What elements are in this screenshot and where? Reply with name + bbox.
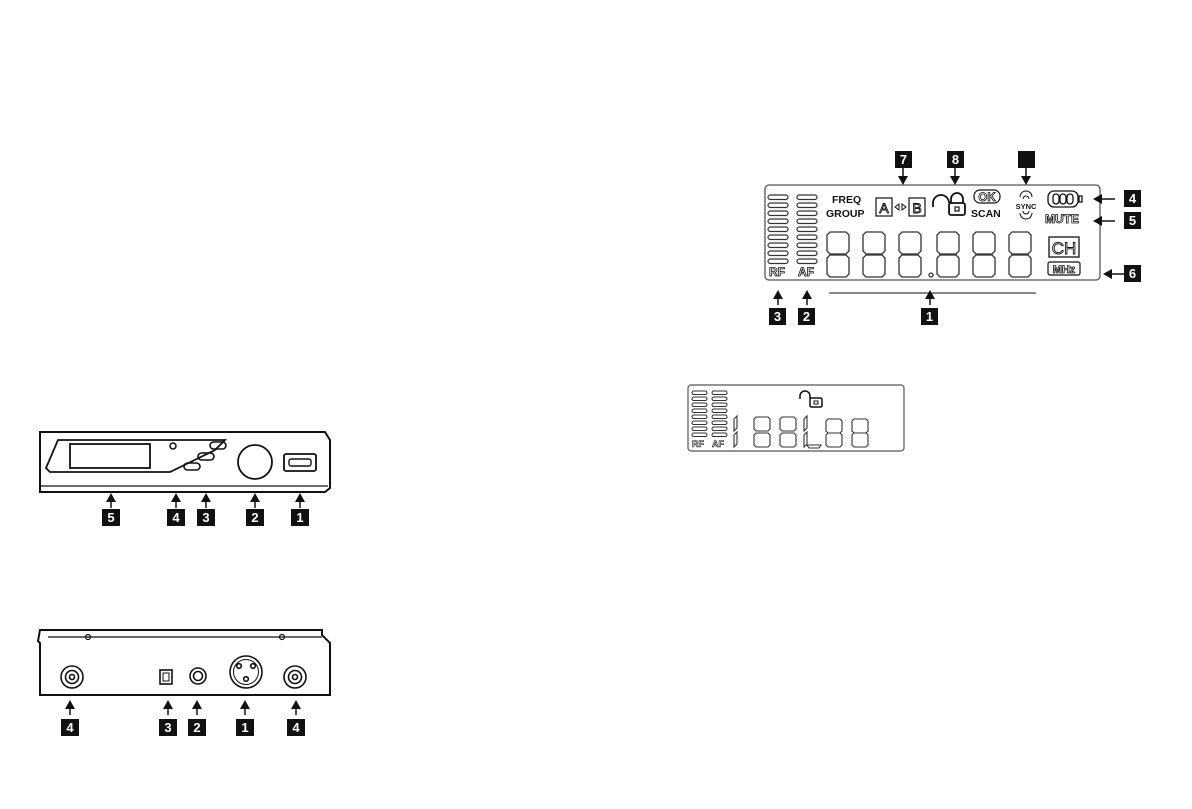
rf-meter-bars <box>768 195 788 264</box>
mute-label: MUTE <box>1045 212 1079 226</box>
svg-text:2: 2 <box>251 510 258 525</box>
front-callout-5: 5 <box>102 493 120 526</box>
svg-text:1: 1 <box>296 510 303 525</box>
rear-callout-1: 1 <box>236 700 254 736</box>
svg-text:4: 4 <box>1129 191 1137 206</box>
mhz-label: MHz <box>1053 264 1076 276</box>
lock-af-bars <box>712 391 727 437</box>
front-panel-diagram: 5 4 3 2 1 <box>30 420 350 540</box>
sync-label: SYNC <box>1016 202 1037 211</box>
antenna-connector-right[interactable] <box>284 666 306 688</box>
lcd-callout-7: 7 <box>895 151 912 185</box>
af-label: AF <box>798 265 814 279</box>
svg-text:2: 2 <box>803 309 810 324</box>
scan-label: SCAN <box>971 208 1001 220</box>
svg-text:1: 1 <box>241 720 248 735</box>
ir-sensor <box>170 443 176 449</box>
front-callout-3: 3 <box>197 493 215 526</box>
svg-text:3: 3 <box>164 720 171 735</box>
svg-text:1: 1 <box>926 309 933 324</box>
xlr-output-connector[interactable] <box>230 656 262 688</box>
svg-text:5: 5 <box>107 510 114 525</box>
ok-label: OK <box>978 192 996 204</box>
channel-a-label: A <box>879 200 889 216</box>
rear-callout-4-right: 4 <box>287 700 305 736</box>
rear-callout-4-left: 4 <box>61 700 79 736</box>
a-b-switch-icon <box>895 204 906 210</box>
front-panel-body <box>40 432 330 492</box>
front-callout-4: 4 <box>167 493 185 526</box>
lock-rf-bars <box>692 391 707 437</box>
battery-icon <box>1048 191 1082 207</box>
lock-closed-icon <box>800 391 822 407</box>
lock-af-label: AF <box>712 439 724 449</box>
lock-rf-label: RF <box>692 439 704 449</box>
lcd-display-diagram: RF AF FREQ GROUP A B OK SCAN SYNC MUTE C… <box>740 145 1160 330</box>
lcd-callout-3: 3 <box>769 290 786 325</box>
line-out-jack[interactable] <box>190 668 206 684</box>
group-label: GROUP <box>826 208 865 220</box>
svg-text:8: 8 <box>952 152 959 167</box>
svg-text:3: 3 <box>202 510 209 525</box>
channel-b-label: B <box>912 200 921 216</box>
lock-open-icon <box>933 193 965 215</box>
front-callout-2: 2 <box>246 493 264 526</box>
rear-panel-diagram: 4 3 2 1 4 <box>30 625 350 745</box>
lcd-callout-2: 2 <box>798 290 815 325</box>
volume-knob[interactable] <box>238 445 272 479</box>
svg-text:3: 3 <box>774 309 781 324</box>
rear-callout-3: 3 <box>159 700 177 736</box>
svg-text:5: 5 <box>1129 213 1136 228</box>
freq-label: FREQ <box>832 194 861 206</box>
lcd-callout-6: 6 <box>1103 265 1141 282</box>
rear-callout-2: 2 <box>188 700 206 736</box>
antenna-connector-left[interactable] <box>61 666 83 688</box>
svg-text:4: 4 <box>172 510 180 525</box>
rear-panel-body <box>38 630 330 695</box>
lcd-callout-sync <box>1018 151 1035 185</box>
lcd-callout-8: 8 <box>947 151 964 185</box>
frequency-digits <box>827 232 1031 277</box>
rf-label: RF <box>769 265 785 279</box>
svg-text:7: 7 <box>900 152 907 167</box>
af-meter-bars <box>797 195 817 264</box>
svg-text:4: 4 <box>292 720 300 735</box>
power-input-jack[interactable] <box>160 670 172 684</box>
lcd-callout-1: 1 <box>921 290 938 325</box>
svg-text:2: 2 <box>193 720 200 735</box>
lcd-lock-screen-diagram: RF AF <box>686 383 908 455</box>
front-callout-1: 1 <box>291 493 309 526</box>
svg-text:6: 6 <box>1129 266 1136 281</box>
lock-segment-text <box>734 416 868 448</box>
svg-text:4: 4 <box>66 720 74 735</box>
ch-label: CH <box>1052 239 1077 258</box>
power-switch[interactable] <box>284 454 316 471</box>
